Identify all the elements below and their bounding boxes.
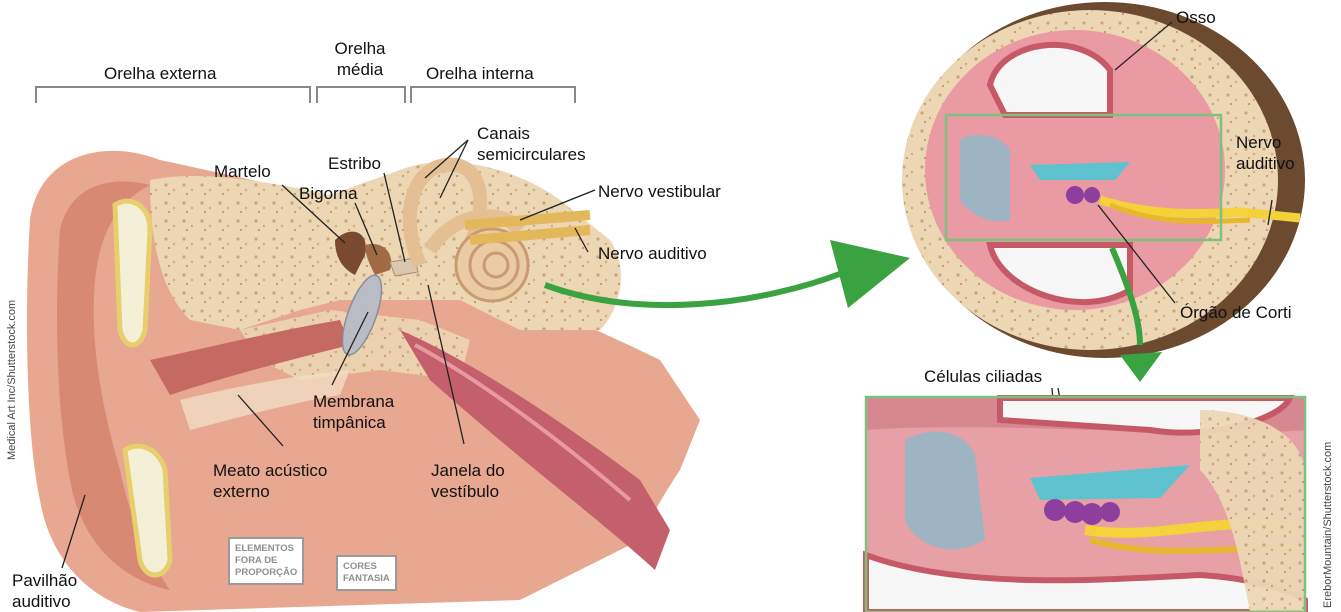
label-martelo: Martelo: [214, 161, 271, 182]
label-nervo-vestibular: Nervo vestibular: [598, 181, 721, 202]
tag-cores-fantasia: CORES FANTASIA: [336, 555, 397, 591]
bracket-inner-ear: [411, 87, 575, 103]
label-outer-ear: Orelha externa: [104, 63, 216, 84]
label-pavilhao-line1: Pavilhão: [12, 570, 77, 591]
label-canais-line1: Canais: [477, 123, 586, 144]
label-osso: Osso: [1176, 7, 1216, 28]
label-nervo-auditivo-left: Nervo auditivo: [598, 243, 707, 264]
label-nervo-aud-right-line2: auditivo: [1236, 153, 1295, 174]
tag-elementos-fora-de-proporcao: ELEMENTOS FORA DE PROPORÇÃO: [228, 537, 304, 585]
label-canais-line2: semicirculares: [477, 144, 586, 165]
bracket-middle-ear: [317, 87, 405, 103]
label-estribo: Estribo: [328, 153, 381, 174]
label-membrana-line1: Membrana: [313, 391, 394, 412]
label-bigorna: Bigorna: [299, 183, 358, 204]
label-celulas-ciliadas: Células ciliadas: [924, 366, 1042, 387]
tag-fantasia-line2: FANTASIA: [343, 573, 390, 585]
credit-right: EreborMountain/Shutterstock.com: [1322, 442, 1334, 608]
label-janela-vestibulo: Janela do vestíbulo: [431, 460, 505, 502]
label-meato-line2: externo: [213, 481, 327, 502]
label-pavilhao-auditivo: Pavilhão auditivo: [12, 570, 77, 612]
label-middle-ear: Orelha média: [320, 38, 400, 80]
label-janela-line1: Janela do: [431, 460, 505, 481]
organ-of-corti-detail: [866, 397, 1305, 612]
label-orgao-de-corti: Órgão de Corti: [1180, 302, 1292, 323]
label-inner-ear: Orelha interna: [426, 63, 534, 84]
tag-proporcao-line3: PROPORÇÃO: [235, 567, 297, 579]
tag-proporcao-line1: ELEMENTOS: [235, 543, 297, 555]
tag-fantasia-line1: CORES: [343, 561, 390, 573]
label-meato-acustico: Meato acústico externo: [213, 460, 327, 502]
bracket-outer-ear: [36, 87, 310, 103]
label-pavilhao-line2: auditivo: [12, 591, 77, 612]
label-canais-semicirculares: Canais semicirculares: [477, 123, 586, 165]
label-middle-ear-line1: Orelha: [320, 38, 400, 59]
label-nervo-auditivo-right: Nervo auditivo: [1236, 132, 1295, 174]
credit-left: Medical Art Inc/Shutterstock.com: [6, 300, 18, 460]
label-membrana-timpanica: Membrana timpânica: [313, 391, 394, 433]
label-nervo-aud-right-line1: Nervo: [1236, 132, 1295, 153]
label-janela-line2: vestíbulo: [431, 481, 505, 502]
label-membrana-line2: timpânica: [313, 412, 394, 433]
tag-proporcao-line2: FORA DE: [235, 555, 297, 567]
label-middle-ear-line2: média: [320, 59, 400, 80]
label-meato-line1: Meato acústico: [213, 460, 327, 481]
